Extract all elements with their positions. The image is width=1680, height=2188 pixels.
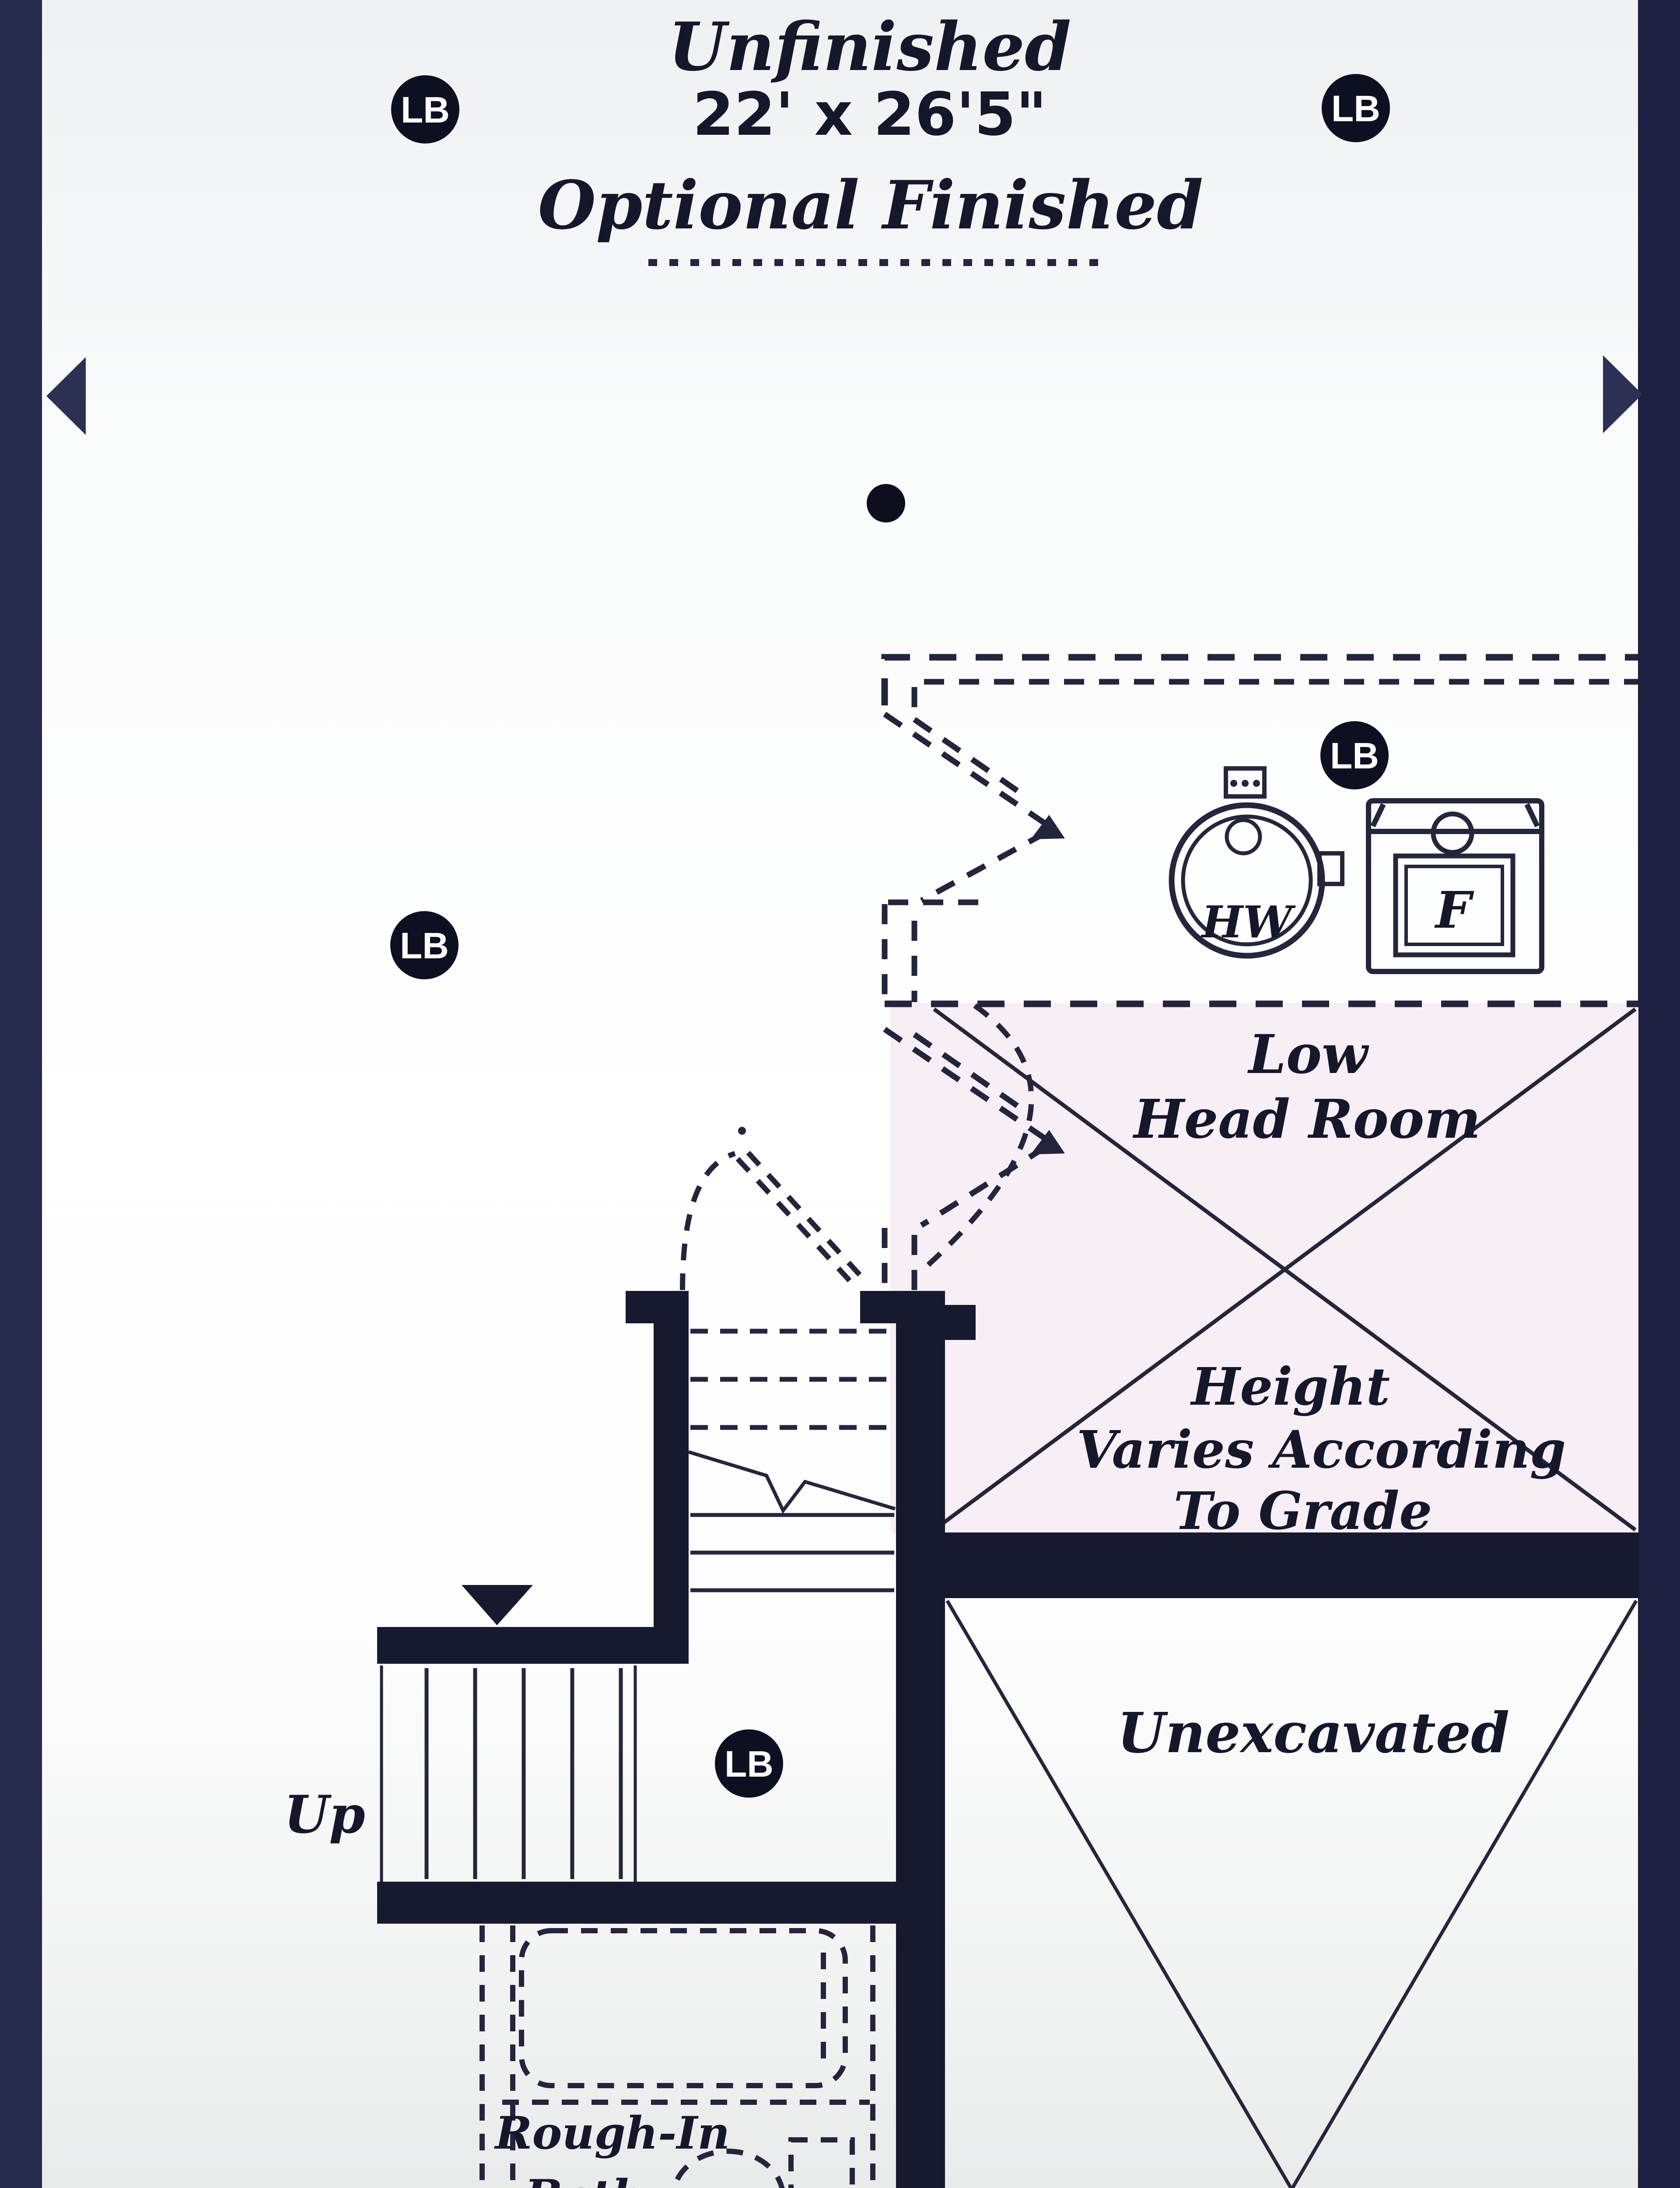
low-head-room-floor: [890, 1003, 1638, 1533]
unexcavated-top-wall: [896, 1532, 1638, 1598]
lb-badge-circle: [715, 1729, 783, 1798]
lb-badges: LB LB LB LB LB LB: [390, 74, 1390, 1798]
lb-badge-label: LB: [724, 1743, 774, 1785]
hw-label: HW: [1200, 896, 1296, 948]
mid-flight-treads: [690, 1513, 894, 1592]
unexcavated-label: Unexcavated: [1117, 1701, 1509, 1765]
hw-top-knob: [1224, 766, 1267, 799]
room-title: Unfinished: [668, 7, 1071, 86]
photo-left-edge: [0, 0, 42, 2188]
photo-right-edge: [1638, 0, 1680, 2188]
furnace-label: F: [1434, 881, 1474, 940]
lb-badge: LB: [715, 1729, 783, 1798]
lb-badge-label: LB: [400, 925, 449, 966]
stair-door-swing-arc: [680, 1151, 736, 1290]
toilet-tank-outline: [788, 2137, 855, 2188]
lb-badge-circle: [1322, 74, 1390, 142]
next-arrow-icon[interactable]: [1603, 355, 1642, 433]
hw-knob-dot: [1253, 780, 1260, 787]
rough-in-bath: Rough-In Bath: [480, 1925, 875, 2188]
lb-badge-circle: [1320, 721, 1389, 789]
prev-arrow-icon[interactable]: [46, 357, 86, 435]
lb-badge-label: LB: [1330, 735, 1379, 776]
low-head-room-area: Low Head Room Height Varies According To…: [882, 1000, 1638, 1541]
crawl-opening-chevron-1: [883, 712, 1051, 905]
rough-in-label-1: Rough-In: [494, 2107, 730, 2160]
hw-vent-circle: [1225, 818, 1262, 856]
height-note-line-3: To Grade: [1173, 1480, 1432, 1541]
hw-knob-dot: [1242, 780, 1249, 787]
low-head-room-x-mark: [933, 1007, 1637, 1532]
stair-room-bottom-wall: [377, 1882, 945, 1924]
shaft-right-wall-stub: [860, 1291, 901, 1323]
furnace-body: [1366, 798, 1544, 974]
room-subtitle: Optional Finished: [538, 166, 1204, 244]
rough-in-label-2: Bath: [523, 2170, 644, 2188]
hw-knob-dot: [1230, 780, 1237, 787]
dot-marker: [867, 484, 905, 522]
stair-door-leaf: [735, 1150, 870, 1291]
hw-side-tab: [1317, 851, 1344, 886]
stair-break-line: [688, 1450, 896, 1514]
stair-direction-triangle: [462, 1585, 533, 1625]
furnace-inner-rect: [1393, 853, 1516, 957]
lb-badge-circle: [391, 75, 459, 144]
crawl-top-dashed-wall-outer: [881, 654, 1638, 705]
lb-badge: LB: [391, 75, 459, 144]
chevron-2-arrowhead: [1031, 1130, 1065, 1154]
unexcavated-x-mark: [945, 1599, 1638, 2188]
lower-flight-edges: [380, 1666, 637, 1882]
lb-badge: LB: [1320, 721, 1389, 789]
lb-badge-label: LB: [401, 89, 450, 130]
chevron-1-arrowhead: [1031, 815, 1065, 839]
unexcavated-area: Unexcavated: [896, 1532, 1638, 2188]
staircase: Up: [284, 1127, 976, 2188]
hw-inner-ring: [1181, 814, 1313, 947]
height-note-line-2: Varies According: [1077, 1419, 1566, 1480]
room-dimensions: 22' x 26'5": [693, 80, 1047, 149]
upper-flight-dashed-treads: [690, 1329, 894, 1430]
crawl-door-swing-arc: [917, 1003, 1034, 1276]
lb-badge-circle: [390, 911, 458, 979]
furnace-inner-rect-2: [1404, 865, 1504, 946]
center-wall-top-cap: [896, 1305, 976, 1340]
up-label: Up: [284, 1784, 365, 1845]
crawl-top-dashed-wall-inner: [911, 679, 1638, 707]
lb-badge: LB: [1322, 74, 1390, 142]
stair-door-hinge-dot: [738, 1127, 746, 1135]
crawl-space-area: HW F: [881, 654, 1638, 1002]
toilet-bowl-outline: [671, 2149, 785, 2188]
stair-landing-wall: [377, 1627, 689, 1664]
center-vertical-wall: [896, 1291, 945, 2188]
crawl-left-dashed-wall: [882, 904, 917, 1002]
bathtub-outline: [519, 1928, 848, 2088]
furnace-top-bar: [1368, 803, 1542, 834]
height-note-line-1: Height: [1190, 1356, 1390, 1417]
lb-badge: LB: [390, 911, 458, 979]
furnace-icon: F: [1366, 798, 1544, 974]
low-head-room-label-2: Head Room: [1133, 1087, 1481, 1150]
furnace-vent-circle: [1431, 811, 1474, 855]
plan-header: Unfinished 22' x 26'5" Optional Finished: [538, 7, 1204, 522]
crawl-opening-chevron-2: [882, 1027, 1051, 1291]
hw-outer-ring: [1169, 802, 1325, 959]
bath-left-dashed-wall: [480, 1925, 515, 2188]
lb-badge-label: LB: [1331, 88, 1380, 129]
shaft-left-wall: [654, 1291, 689, 1664]
lower-flight-treads: [424, 1668, 623, 1879]
hot-water-tank-icon: HW: [1169, 766, 1344, 959]
low-head-room-label-1: Low: [1247, 1023, 1369, 1086]
